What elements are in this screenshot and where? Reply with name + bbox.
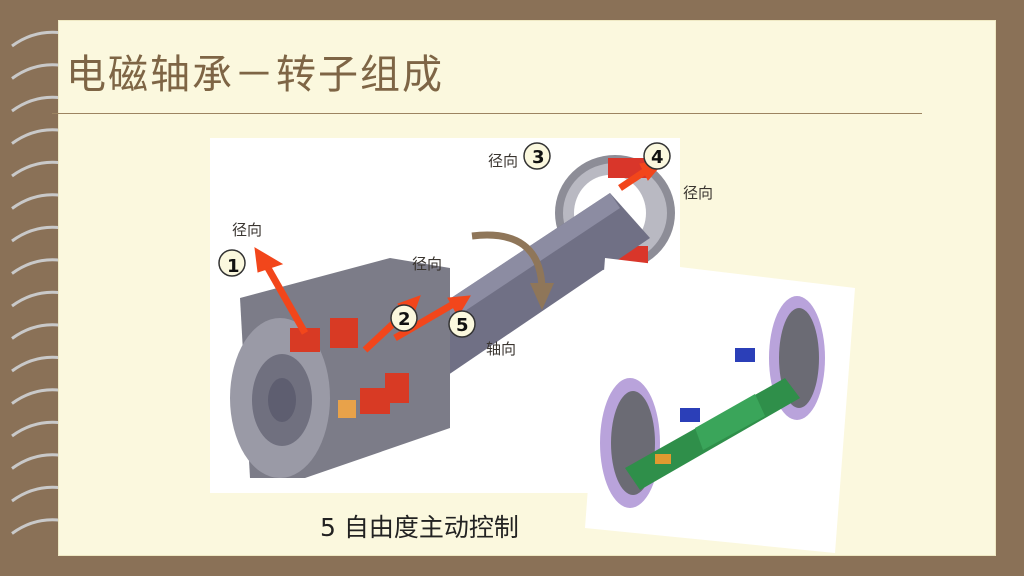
marker-3: 3 (532, 147, 545, 168)
marker-2: 2 (398, 309, 411, 330)
marker-4: 4 (651, 147, 664, 168)
rotor-illustration (210, 138, 680, 493)
label-radial-1: 径向 (232, 221, 263, 239)
caption-text: 5 自由度主动控制 (320, 513, 519, 542)
label-radial-3: 径向 (488, 152, 519, 170)
inset-rotor-illustration (585, 258, 855, 553)
marker-1: 1 (227, 256, 240, 277)
label-radial-4: 径向 (683, 184, 714, 202)
page-title: 电磁轴承－转子组成 (66, 52, 444, 98)
curved-arrow-icon (471, 231, 546, 289)
label-axial: 轴向 (486, 340, 517, 358)
title-divider (52, 113, 922, 114)
label-radial-2: 径向 (412, 255, 443, 273)
marker-5: 5 (456, 315, 469, 336)
